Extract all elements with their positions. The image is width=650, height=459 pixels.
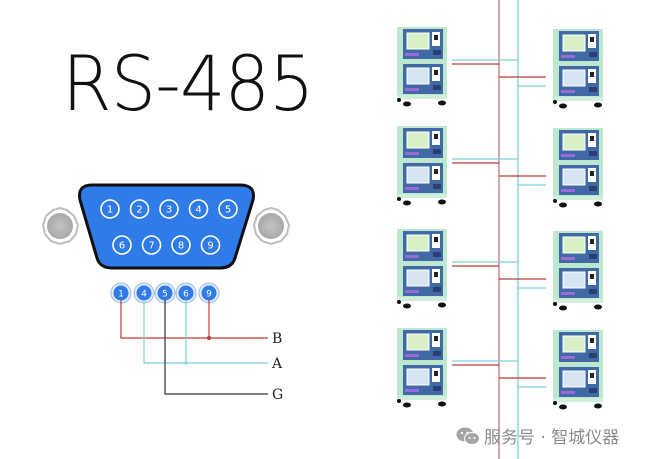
- signal-label-g: G: [272, 387, 283, 403]
- incubator-device-6: [553, 231, 603, 311]
- top-pin-5: 5: [218, 199, 238, 219]
- svg-text:5: 5: [225, 205, 231, 216]
- top-pin-1: 1: [100, 199, 120, 219]
- incubator-device-3: [397, 126, 447, 206]
- svg-text:3: 3: [166, 205, 172, 216]
- junction-b: [207, 336, 211, 340]
- svg-text:6: 6: [183, 290, 189, 300]
- bottom-pin-7: 7: [141, 235, 162, 255]
- top-pin-4: 4: [188, 199, 209, 219]
- svg-text:1: 1: [118, 290, 124, 300]
- wire-pin-4: 4: [133, 282, 155, 304]
- screw-right-icon: [252, 206, 291, 246]
- svg-text:9: 9: [206, 290, 212, 300]
- incubator-device-4: [553, 128, 603, 208]
- device-network: [397, 27, 603, 410]
- wiring-lines: [120, 300, 268, 395]
- wire-pin-5: 5: [154, 282, 176, 304]
- watermark: 服务号 · 智城仪器: [456, 423, 619, 448]
- incubator-device-1: [397, 27, 447, 107]
- connector-body: [78, 183, 255, 270]
- wire-b: [120, 300, 268, 339]
- top-pin-2: 2: [129, 199, 150, 219]
- signal-label-b: B: [272, 331, 282, 347]
- svg-text:4: 4: [195, 205, 201, 216]
- bottom-pin-9: 9: [200, 235, 221, 255]
- svg-text:5: 5: [162, 290, 168, 300]
- incubator-device-5: [397, 229, 447, 309]
- db9-connector: 1 2 3 4 5 6 7 8 9: [41, 183, 291, 270]
- wechat-icon: [456, 427, 480, 445]
- incubator-device-7: [397, 328, 447, 408]
- signal-label-a: A: [271, 356, 283, 372]
- svg-text:7: 7: [148, 241, 154, 252]
- svg-text:1: 1: [107, 205, 113, 216]
- screw-left-icon: [41, 206, 80, 246]
- wire-a: [143, 300, 268, 364]
- svg-text:6: 6: [119, 241, 125, 252]
- incubator-device-2: [553, 29, 603, 109]
- bottom-pin-6: 6: [112, 235, 132, 255]
- svg-text:4: 4: [141, 290, 147, 300]
- page-title: RS-485: [62, 39, 314, 128]
- bottom-pin-8: 8: [171, 235, 191, 255]
- svg-text:2: 2: [136, 205, 142, 216]
- svg-text:8: 8: [178, 241, 184, 252]
- top-pin-3: 3: [159, 199, 179, 219]
- incubator-device-8: [553, 330, 603, 410]
- svg-text:9: 9: [207, 241, 213, 252]
- watermark-text: 服务号 · 智城仪器: [484, 428, 620, 448]
- wire-g: [164, 300, 268, 395]
- wire-pin-9: 9: [198, 282, 220, 304]
- wire-pin-6: 6: [175, 282, 197, 304]
- rs485-bus: [452, 0, 546, 459]
- junction-a: [184, 361, 188, 365]
- wiring-pins: 1 4 5 6 9: [110, 282, 220, 304]
